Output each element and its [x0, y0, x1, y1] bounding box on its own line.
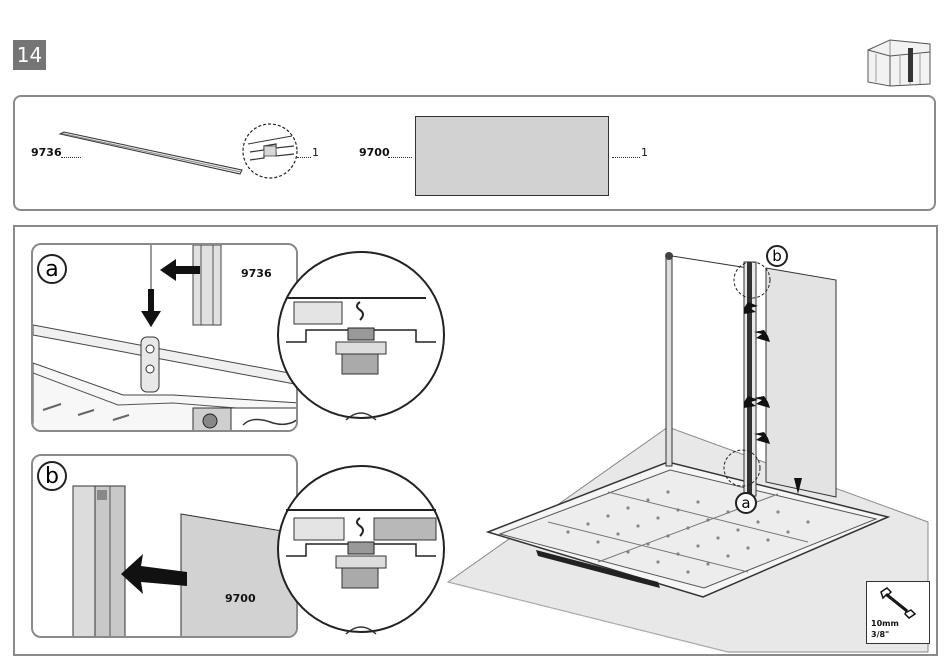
callout-b-letter: b: [766, 245, 788, 267]
detail-a-box: 9736: [31, 243, 298, 432]
detail-a-zoom-circle: [276, 250, 446, 420]
arrow-down-icon: [141, 289, 161, 329]
tool-size-imperial: 3/8": [871, 630, 889, 640]
detail-b-part-code: 9700: [225, 592, 256, 605]
part-quantity-9736: 1: [312, 146, 319, 159]
step-number-badge: 14: [13, 40, 46, 70]
qty-leader-line: [297, 157, 311, 158]
rail-9736-drawing: [58, 130, 248, 180]
arrow-left-icon: [160, 259, 200, 281]
wrench-icon: [877, 586, 917, 616]
detail-b-box: 9700: [31, 454, 298, 638]
callout-a-letter: a: [735, 492, 757, 514]
rail-profile-zoom: [242, 124, 302, 184]
detail-b-letter: b: [37, 461, 67, 491]
panel-9700-drawing: [415, 116, 609, 196]
detail-a-part-code: 9736: [241, 267, 272, 280]
part-quantity-9700: 1: [641, 146, 648, 159]
part-leader-line: [388, 157, 412, 158]
detail-b-zoom-circle: [276, 464, 446, 634]
tool-size-metric: 10mm: [871, 619, 899, 629]
qty-leader-line: [612, 157, 640, 158]
part-code-9700: 9700: [359, 146, 390, 159]
detail-b-drawing: [33, 456, 298, 638]
arrow-left-icon: [121, 552, 187, 596]
detail-a-letter: a: [37, 254, 67, 284]
shed-overview-icon: [864, 38, 934, 88]
tool-requirement-box: 10mm 3/8": [866, 581, 930, 644]
floor-assembly-drawing: [448, 232, 928, 652]
